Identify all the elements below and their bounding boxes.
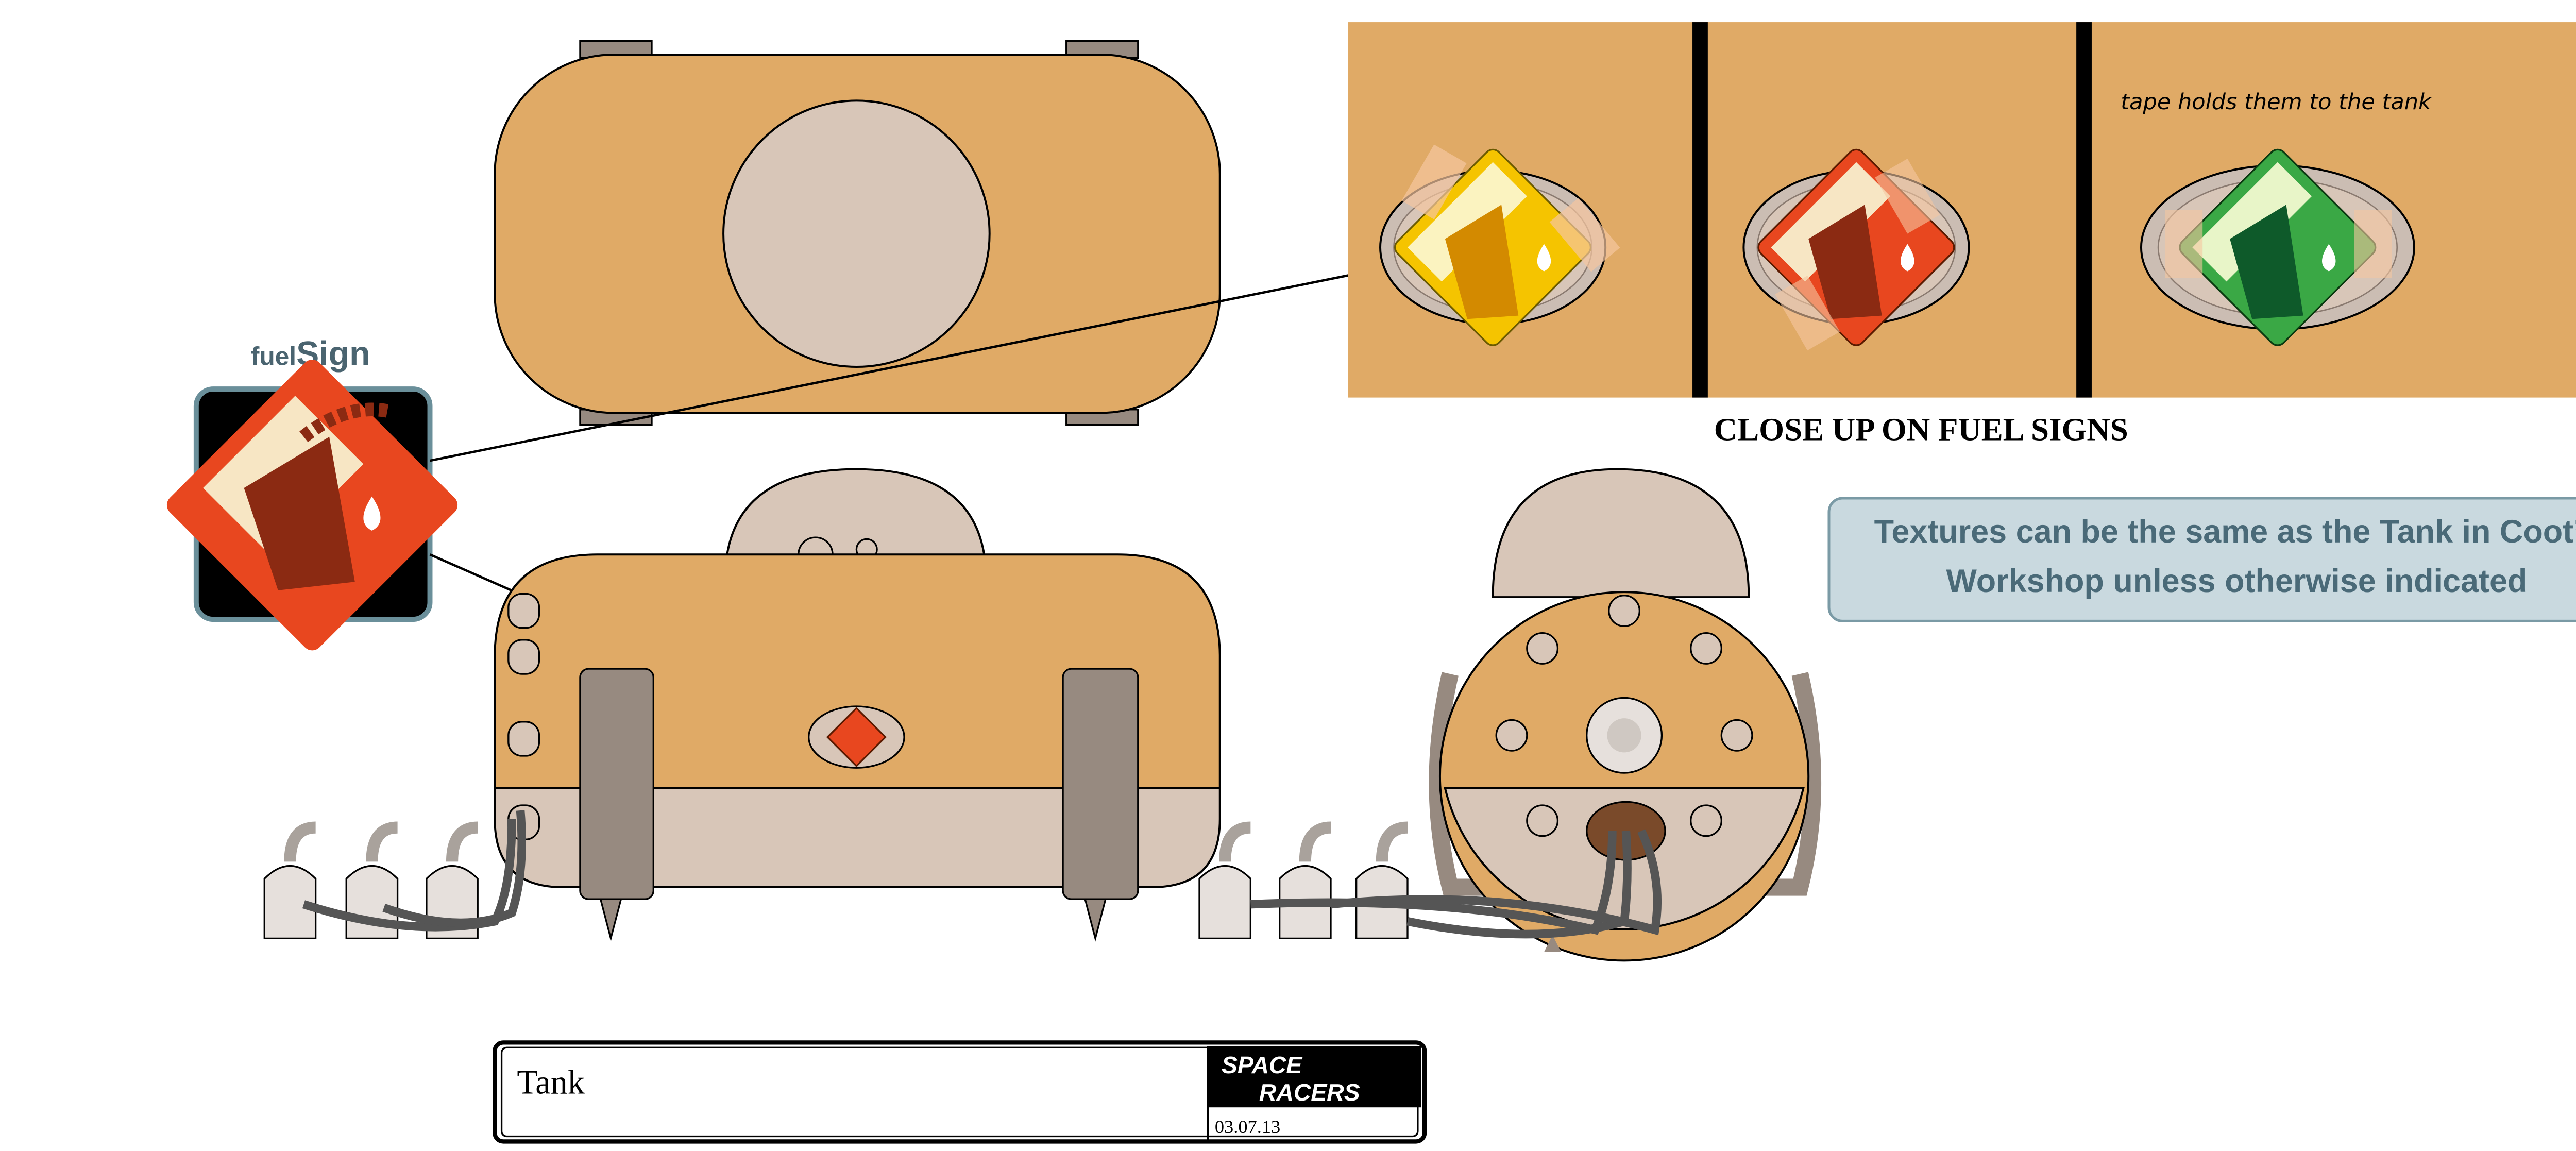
tank-front-view: [1198, 468, 1822, 962]
hatch-circle: [722, 99, 991, 368]
tank-top-view: [494, 40, 1221, 426]
closeup-caption: CLOSE UP ON FUEL SIGNS: [1714, 411, 2128, 447]
logo-text-space: SPACE: [1222, 1052, 1303, 1078]
fuel-sign-on-tank: [826, 707, 887, 768]
sign-closeup-red: [1742, 148, 1970, 351]
note-line-1: Textures can be the same as the Tank in …: [1874, 514, 2576, 550]
logo-text-racers: RACERS: [1259, 1079, 1360, 1106]
sheet-date: 03.07.13: [1215, 1116, 1280, 1137]
handwritten-note: tape holds them to the tank: [2121, 89, 2432, 115]
title-block: Tank SPACE RACERS 03.07.13: [493, 1040, 1427, 1144]
texture-note: Textures can be the same as the Tank in …: [1827, 497, 2576, 622]
sign-closeup-yellow: [1379, 144, 1620, 346]
sheet-title: Tank: [517, 1064, 585, 1102]
tank-side-view: [263, 468, 1221, 942]
closeup-panel: tape holds them to the tank: [1348, 22, 2576, 398]
pointer-line-closeup: [430, 263, 1403, 462]
note-line-2: Workshop unless otherwise indicated: [1946, 563, 2527, 599]
sign-closeup-green: [2140, 148, 2415, 346]
fuel-sign-reference: fuelSign: [166, 335, 458, 651]
space-racers-logo: [1208, 1045, 1421, 1108]
